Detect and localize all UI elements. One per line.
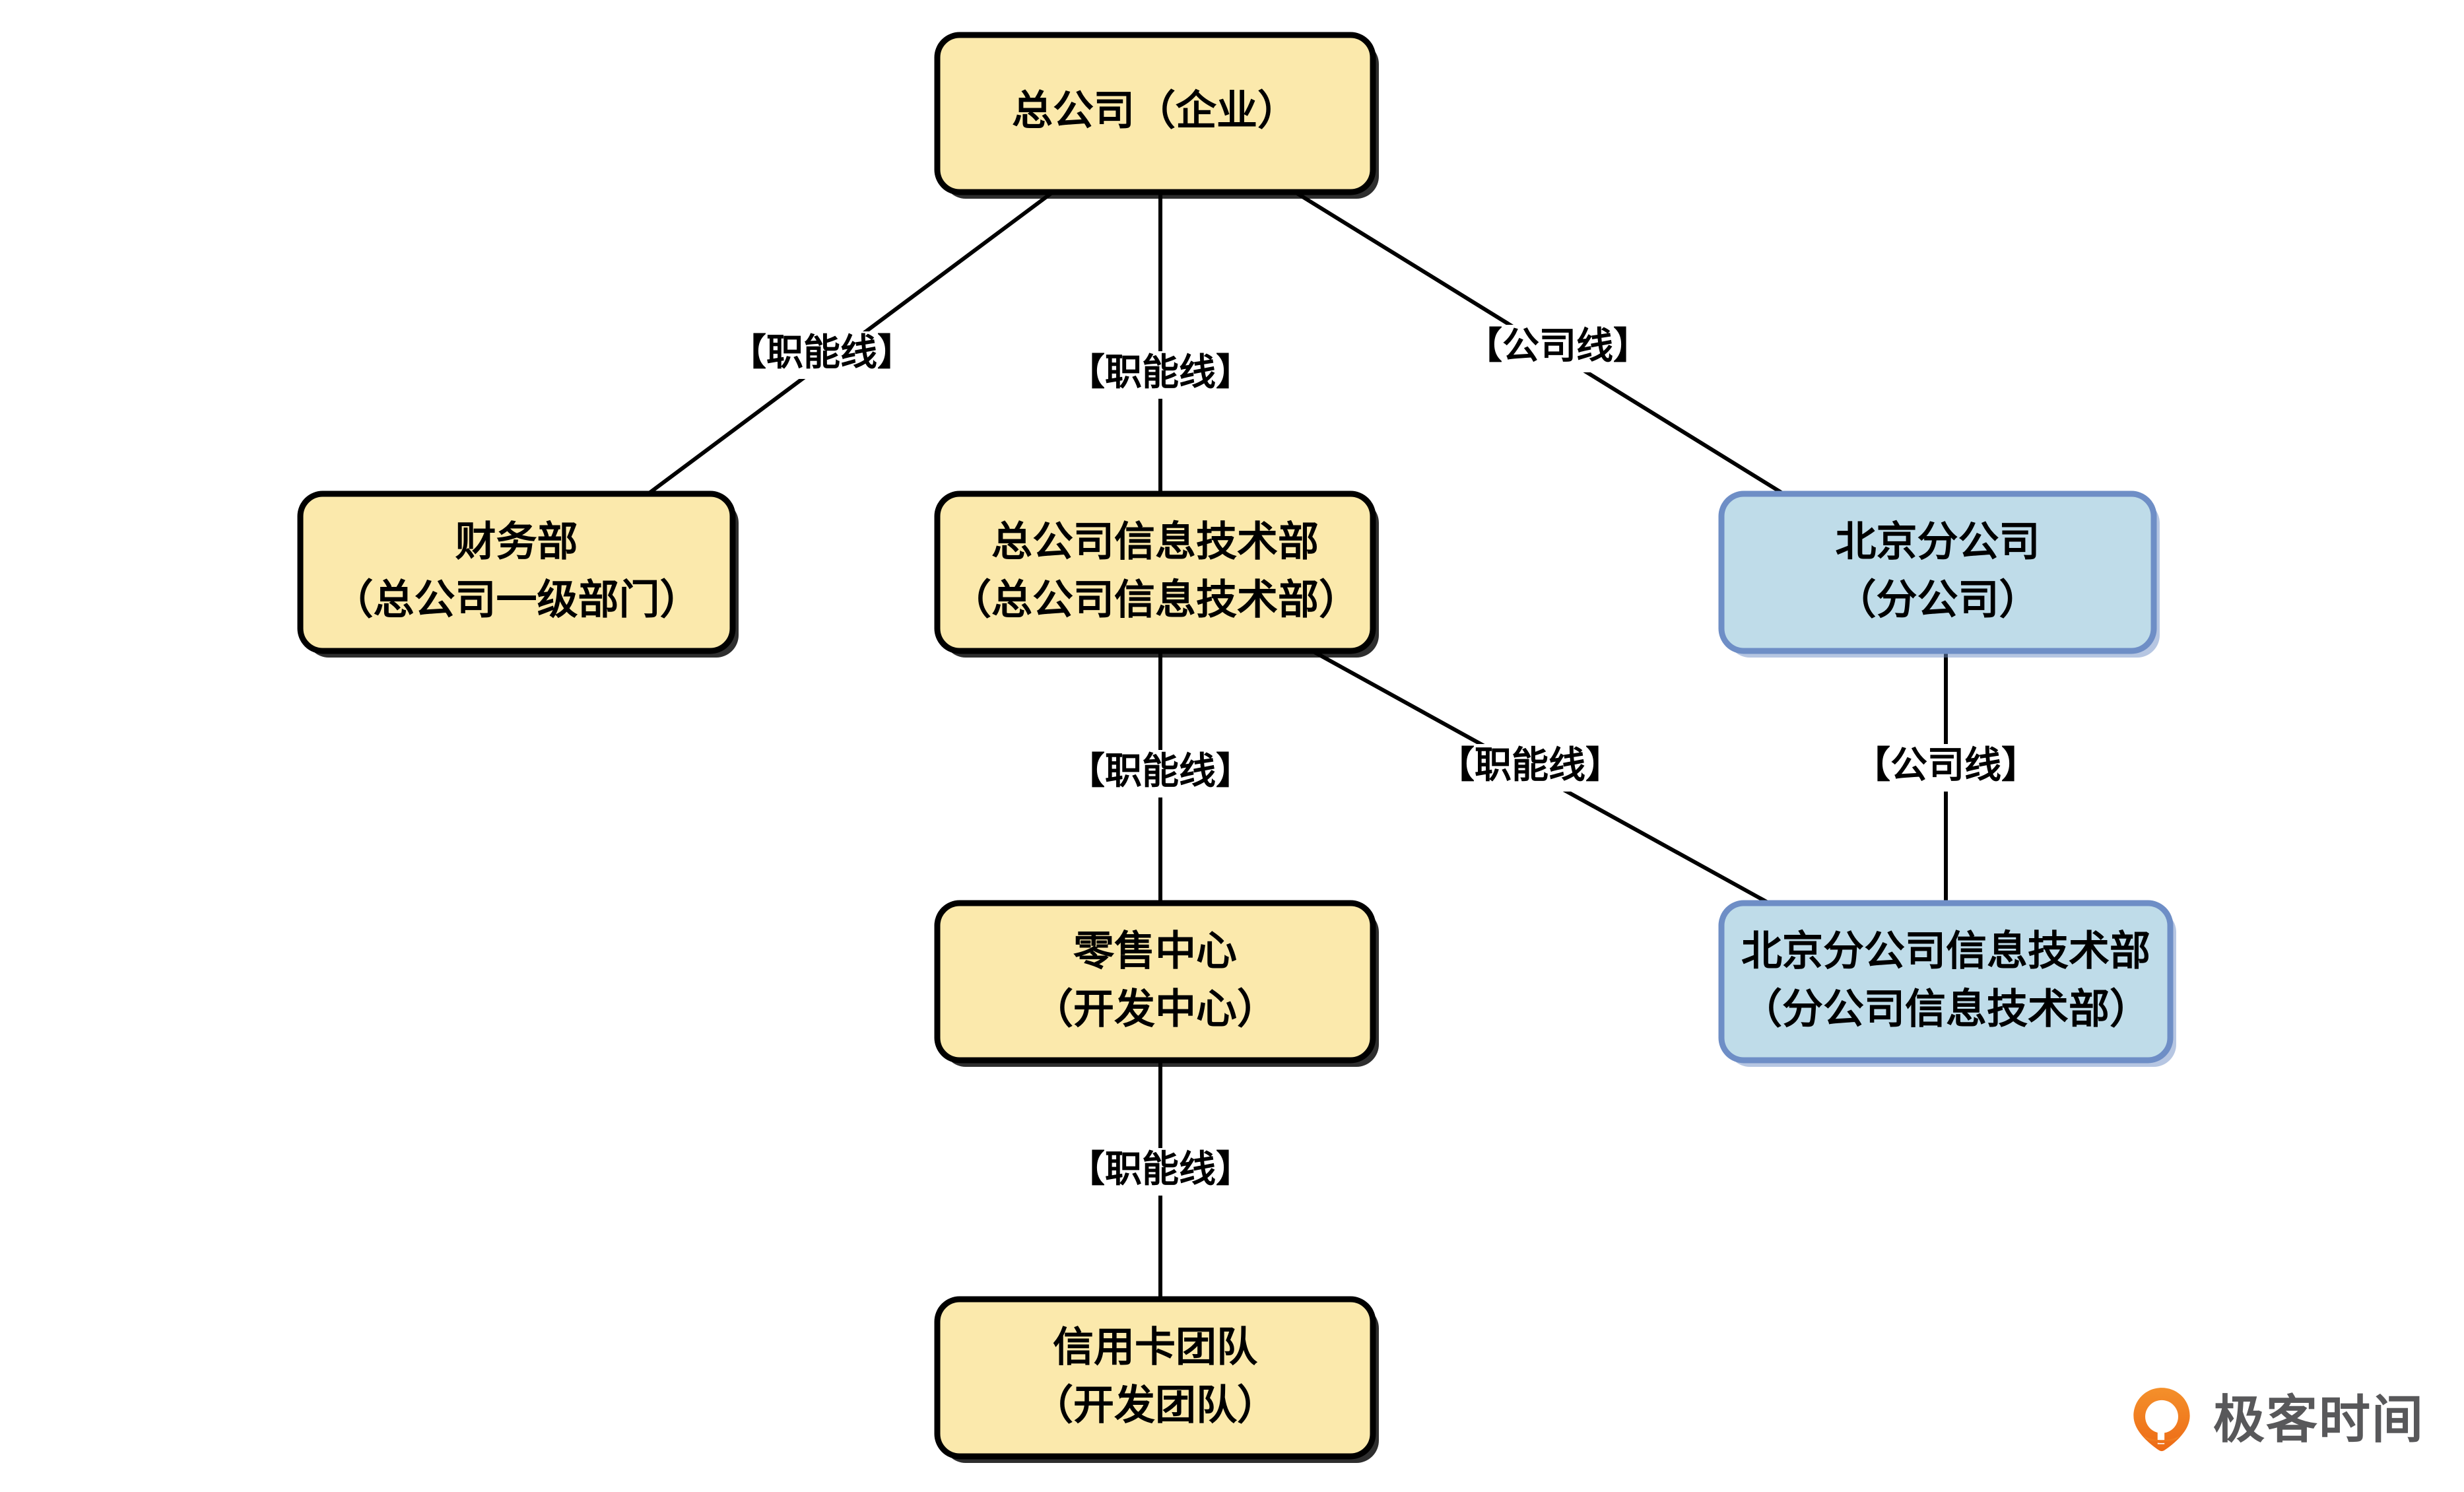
edge-label-edge-hq-to-hq-it: 【职能线】: [1068, 351, 1253, 399]
edge-label-text: 【职能线】: [1068, 750, 1253, 792]
node-label-primary: 信用卡团队: [1053, 1324, 1258, 1370]
node-hq-it-dept[interactable]: 总公司信息技术部 （总公司信息技术部）: [934, 491, 1379, 658]
edge-label-edge-hq-it-to-retail: 【职能线】: [1068, 750, 1253, 797]
node-box[interactable]: [934, 491, 1376, 654]
edge-label-backdrop: [733, 331, 911, 379]
node-label-secondary: （总公司信息技术部）: [950, 576, 1360, 623]
edge-label-text: 【公司线】: [1465, 325, 1650, 366]
node-label-secondary: （总公司一级部门）: [332, 576, 700, 623]
node-beijing-it-dept[interactable]: 北京分公司信息技术部 （分公司信息技术部）: [1718, 900, 2176, 1067]
node-label-primary: 零售中心: [1073, 928, 1237, 974]
node-label-secondary: （分公司信息技术部）: [1741, 986, 2150, 1032]
node-finance-dept[interactable]: 财务部 （总公司一级部门）: [297, 491, 739, 658]
node-label-primary: 财务部: [455, 519, 578, 564]
geektime-brand-text: 极客时间: [2213, 1390, 2424, 1448]
edge-labels-layer: 【职能线】【职能线】【公司线】【职能线】【职能线】【公司线】【职能线】: [729, 325, 2038, 1196]
edge-label-backdrop: [1071, 750, 1249, 797]
geektime-watermark: 极客时间: [2127, 1385, 2424, 1454]
edge-label-backdrop: [1071, 1148, 1249, 1196]
edge-label-text: 【职能线】: [729, 331, 914, 373]
edge-label-edge-retail-to-credit: 【职能线】: [1068, 1148, 1253, 1196]
edge-label-backdrop: [1071, 351, 1249, 399]
node-label-primary: 北京分公司: [1835, 519, 2040, 564]
node-head-office[interactable]: 总公司（企业）: [934, 32, 1379, 199]
node-box[interactable]: [934, 1296, 1376, 1460]
nodes-layer: 总公司（企业） 财务部 （总公司一级部门） 总公司信息技术部 （总公司信息技术部） 北京分…: [297, 32, 2176, 1463]
node-label-primary: 总公司信息技术部: [991, 519, 1319, 564]
node-box[interactable]: [297, 491, 736, 654]
node-label-primary: 总公司（企业）: [1012, 87, 1298, 133]
node-label-secondary: （开发中心）: [1032, 986, 1278, 1032]
node-retail-center[interactable]: 零售中心 （开发中心）: [934, 900, 1379, 1067]
node-label-secondary: （分公司）: [1835, 576, 2040, 623]
edge-label-backdrop: [1469, 325, 1647, 372]
node-box[interactable]: [934, 900, 1376, 1064]
node-box[interactable]: [934, 32, 1376, 195]
edge-label-backdrop: [1857, 744, 2035, 792]
edge-label-text: 【公司线】: [1853, 744, 2038, 786]
node-label-primary: 北京分公司信息技术部: [1741, 928, 2150, 974]
node-credit-card-team[interactable]: 信用卡团队 （开发团队）: [934, 1296, 1379, 1463]
node-box[interactable]: [1718, 900, 2174, 1064]
edge-label-edge-beijing-to-beijing-it: 【公司线】: [1853, 744, 2038, 792]
edge-label-text: 【职能线】: [1068, 351, 1253, 393]
edge-label-text: 【职能线】: [1438, 744, 1622, 786]
node-beijing-branch[interactable]: 北京分公司 （分公司）: [1718, 491, 2160, 658]
edge-label-edge-hq-it-to-beijing-it: 【职能线】: [1438, 744, 1622, 792]
edge-label-text: 【职能线】: [1068, 1148, 1253, 1190]
edge-label-edge-hq-to-finance: 【职能线】: [729, 331, 914, 379]
node-label-secondary: （开发团队）: [1032, 1382, 1278, 1428]
geektime-logo-icon: [2127, 1385, 2196, 1454]
node-box[interactable]: [1718, 491, 2157, 654]
edge-label-edge-hq-to-beijing: 【公司线】: [1465, 325, 1650, 372]
edge-label-backdrop: [1441, 744, 1619, 792]
